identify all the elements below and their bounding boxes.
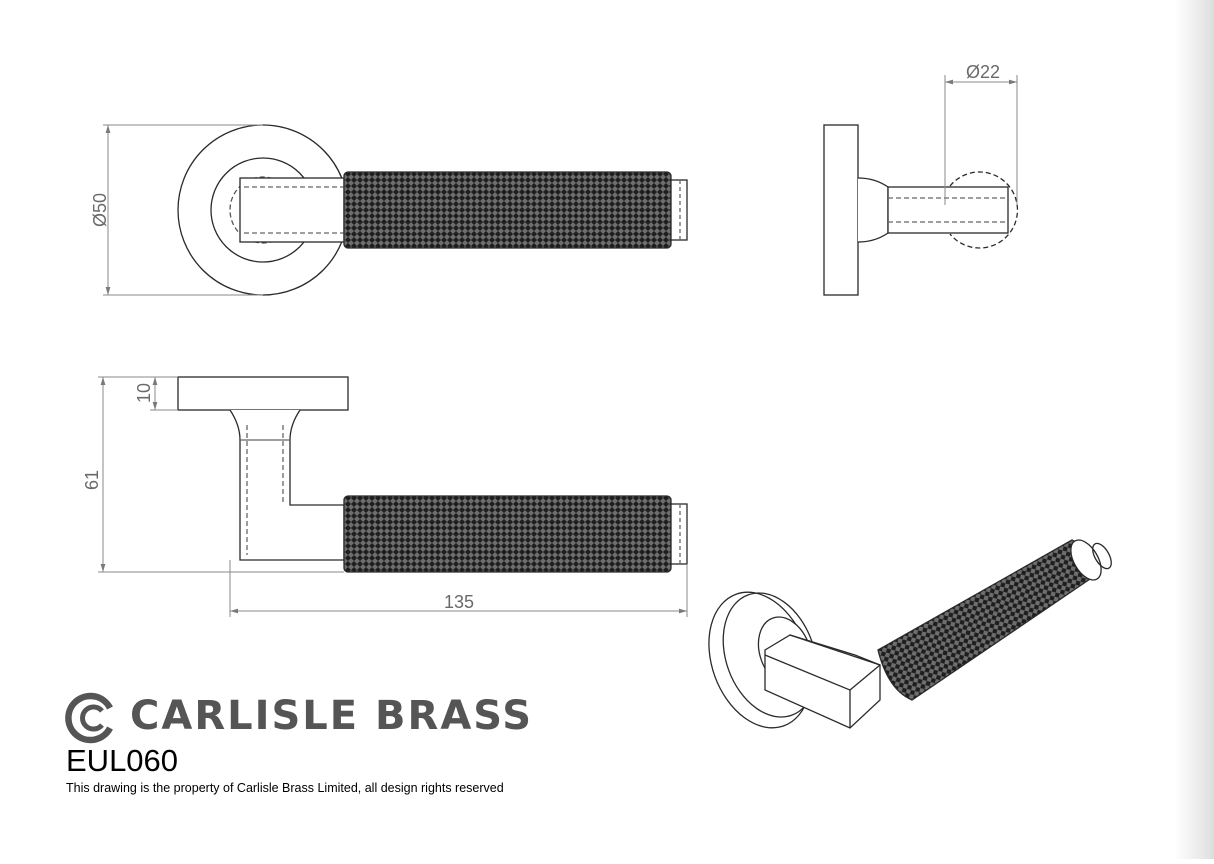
dimension-label-rose-thickness: 10	[134, 383, 154, 403]
lever-end-cap	[670, 179, 688, 241]
iso-end-cap	[1070, 539, 1102, 581]
knurled-grip-front	[343, 495, 672, 573]
lever-section-circle	[949, 171, 1019, 249]
c-within-c-logo-icon	[65, 692, 113, 744]
neck-flare	[857, 177, 889, 243]
front-view	[177, 376, 688, 573]
lever-shaft-side	[887, 186, 1009, 234]
rose-side-profile	[823, 124, 859, 296]
knurled-grip-top	[343, 171, 672, 249]
lever-end-cap-front	[670, 503, 688, 565]
dimension-label-lever-length: 135	[444, 592, 474, 612]
rights-notice: This drawing is the property of Carlisle…	[66, 781, 504, 795]
brand-name: CARLISLE BRASS	[130, 693, 534, 739]
dimension-rose-thickness	[150, 376, 178, 411]
isometric-view	[708, 539, 1112, 729]
dimension-label-rose-diameter: Ø50	[90, 193, 110, 227]
top-view	[177, 124, 688, 296]
rose-front-profile	[177, 376, 349, 411]
dimension-lever-length	[229, 560, 688, 617]
dimension-rose-diameter	[103, 124, 263, 296]
side-view	[823, 124, 1019, 296]
model-code: EUL060	[66, 743, 179, 778]
dimension-projection	[98, 376, 344, 573]
page-edge-shadow	[1174, 0, 1214, 859]
dimension-label-projection: 61	[82, 470, 102, 490]
dimension-label-lever-diameter: Ø22	[966, 62, 1000, 82]
lever-neck	[239, 177, 345, 243]
dimension-lever-diameter	[944, 75, 1018, 205]
iso-knurled-grip	[877, 539, 1097, 701]
